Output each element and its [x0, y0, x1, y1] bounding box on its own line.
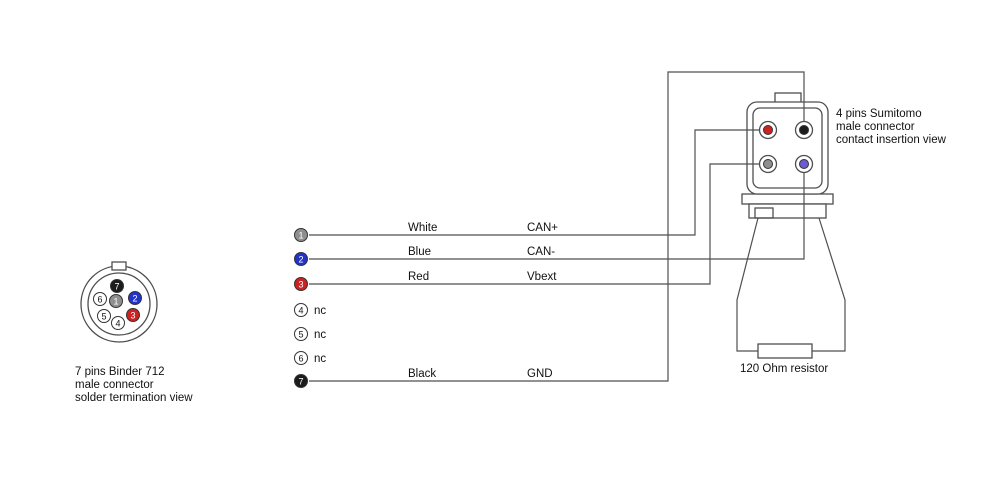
wire-row-3: 3 Red Vbext [294, 271, 557, 291]
wire-color-label: Black [408, 368, 436, 380]
face-pin-6-label: 6 [97, 295, 102, 305]
list-pin-3-number: 3 [298, 280, 303, 290]
connector-body-inner [752, 107, 823, 189]
list-pin-3 [294, 277, 308, 291]
wire-line-black-gnd [309, 71, 805, 382]
contact-pin-purple [799, 159, 809, 169]
wire-color-label: Blue [408, 246, 431, 258]
face-pin-7-label: 7 [114, 282, 119, 292]
face-pin-4 [111, 316, 125, 330]
resistor-lead-right [812, 217, 846, 352]
binder-inner-ring [87, 272, 151, 336]
face-pin-2 [128, 291, 142, 305]
connector-collar-notch [754, 207, 774, 219]
sumitomo-caption-line1: 4 pins Sumitomo [836, 108, 922, 120]
nc-label: nc [314, 305, 326, 317]
signal-label: Vbext [527, 271, 557, 283]
face-pin-2-label: 2 [132, 294, 137, 304]
face-pin-3-label: 3 [130, 311, 135, 321]
list-pin-1-number: 1 [298, 231, 303, 241]
list-pin-7 [294, 374, 308, 388]
wire-list: 1 White CAN+ 2 Blue CAN- 3 Red Vbext 4 n… [294, 222, 558, 388]
connector-collar-lower [748, 203, 827, 219]
contact-pin-gray [763, 159, 773, 169]
wire-row-2: 2 Blue CAN- [294, 246, 555, 266]
face-pin-7 [110, 279, 124, 293]
sumitomo-caption: 4 pins Sumitomo male connector contact i… [836, 108, 947, 146]
connector-body [746, 101, 829, 195]
resistor-label: 120 Ohm resistor [740, 363, 828, 375]
binder-caption-line3: solder termination view [75, 392, 193, 404]
face-pin-3 [126, 308, 140, 322]
sumitomo-caption-line2: male connector [836, 121, 915, 133]
binder-connector: 7 6 1 2 5 3 4 [80, 261, 158, 343]
list-pin-2 [294, 252, 308, 266]
signal-label: GND [527, 368, 553, 380]
binder-caption: 7 pins Binder 712 male connector solder … [75, 366, 193, 404]
binder-key-notch [111, 261, 127, 271]
binder-caption-line2: male connector [75, 379, 154, 391]
list-pin-1 [294, 228, 308, 242]
resistor-body [757, 343, 813, 359]
resistor-network: 120 Ohm resistor [736, 217, 846, 375]
contact-pin-red [763, 125, 773, 135]
contact-pin-black [799, 125, 809, 135]
list-pin-7-number: 7 [298, 377, 303, 387]
wire-row-7: 7 Black GND [294, 368, 553, 388]
nc-label: nc [314, 353, 326, 365]
face-pin-5 [97, 309, 111, 323]
sumitomo-connector [741, 92, 834, 219]
wire-line-white-canplus [309, 129, 760, 236]
list-pin-5-number: 5 [298, 330, 303, 340]
list-pin-6 [294, 351, 308, 365]
list-pin-4-number: 4 [298, 306, 303, 316]
face-pin-4-label: 4 [115, 319, 120, 329]
binder-caption-line1: 7 pins Binder 712 [75, 366, 165, 378]
signal-label: CAN- [527, 246, 555, 258]
connector-collar-upper [741, 193, 834, 205]
sumitomo-caption-line3: contact insertion view [836, 134, 947, 146]
face-pin-6 [93, 292, 107, 306]
wire-row-5: 5 nc [294, 327, 326, 341]
signal-label: CAN+ [527, 222, 558, 234]
list-pin-6-number: 6 [298, 354, 303, 364]
face-pin-1-label: 1 [113, 297, 118, 307]
wire-routes [309, 71, 805, 382]
list-pin-2-number: 2 [298, 255, 303, 265]
list-pin-5 [294, 327, 308, 341]
wire-row-1: 1 White CAN+ [294, 222, 558, 242]
wire-line-blue-canminus [309, 172, 805, 260]
wire-color-label: White [408, 222, 437, 234]
face-pin-5-label: 5 [101, 312, 106, 322]
wire-row-6: 6 nc [294, 351, 326, 365]
list-pin-4 [294, 303, 308, 317]
nc-label: nc [314, 329, 326, 341]
wire-row-4: 4 nc [294, 303, 326, 317]
wire-color-label: Red [408, 271, 429, 283]
resistor-lead-left [736, 217, 759, 352]
wire-line-red-vbext [309, 163, 760, 285]
face-pin-1 [109, 294, 123, 308]
